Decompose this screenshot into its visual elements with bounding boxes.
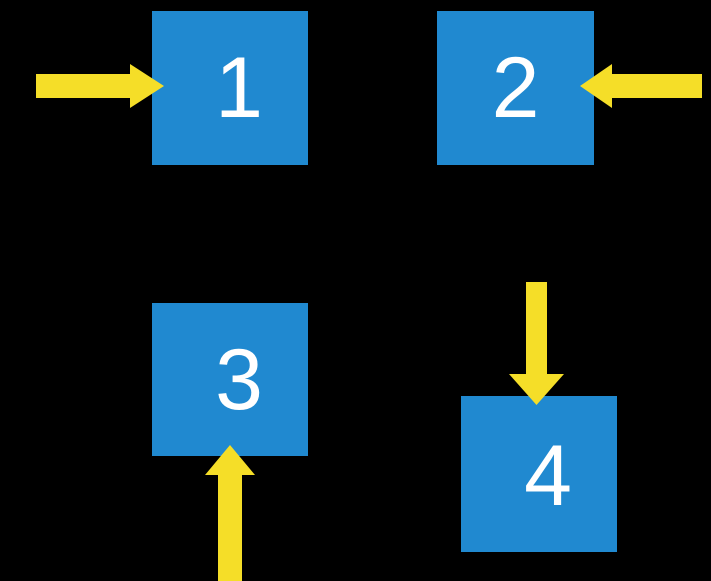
node-label-1: 1	[215, 40, 263, 136]
node-block-2[interactable]: 2	[437, 11, 594, 165]
arrow-left-into-node-2-icon	[580, 64, 702, 108]
node-label-4: 4	[524, 428, 572, 524]
arrow-down-into-node-4-icon	[509, 282, 564, 405]
node-label-2: 2	[491, 40, 540, 136]
node-label-3: 3	[215, 331, 263, 428]
arrow-up-into-node-3-icon	[205, 445, 255, 581]
node-block-1[interactable]: 1	[152, 11, 308, 165]
node-block-3[interactable]: 3	[152, 303, 308, 456]
node-block-4[interactable]: 4	[461, 396, 617, 552]
arrow-right-into-node-1-icon	[36, 64, 164, 108]
